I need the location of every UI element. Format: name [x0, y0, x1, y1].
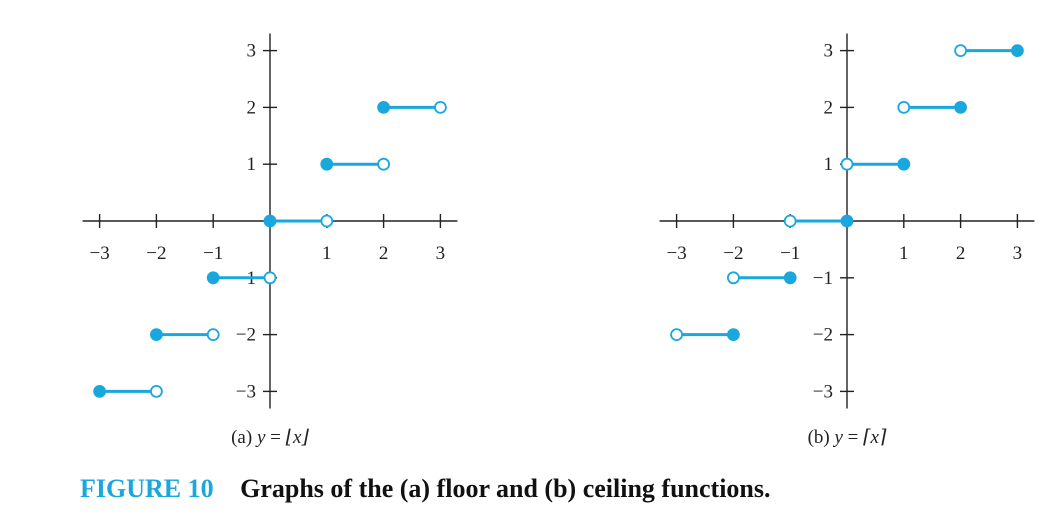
p0-x-tick-label: 2: [379, 243, 389, 264]
p1-closed-endpoint: [897, 157, 911, 171]
p1-open-endpoint: [783, 214, 797, 228]
caption-text: Graphs of the (a) floor and (b) ceiling …: [240, 474, 771, 503]
p0-closed-endpoint: [93, 384, 106, 398]
figure-caption: FIGURE 10 Graphs of the (a) floor and (b…: [80, 474, 771, 504]
p0-open-endpoint: [149, 384, 163, 398]
p1-subtitle-variable: y: [832, 427, 843, 448]
p1-x-tick-label: 2: [956, 243, 966, 264]
p0-y-tick-label: 3: [247, 41, 257, 62]
p0-y-tick-label: 1: [247, 154, 257, 175]
p1-y-tick-label: 1: [824, 154, 834, 175]
figure-label: FIGURE 10: [80, 474, 214, 503]
ceiling-function-plot: −3 −2 −1 1 2 3 −3 −2 −1 1 2 3 (b) y = ⌈x⌉: [659, 33, 1035, 448]
p0-open-endpoint: [377, 157, 391, 171]
p0-x-tick-label: 3: [436, 243, 446, 264]
p1-x-tick-label: 3: [1013, 243, 1023, 264]
p0-subtitle: (a) y = ⌊x⌋: [231, 427, 309, 448]
p1-closed-endpoint: [840, 214, 854, 228]
p0-open-endpoint: [263, 271, 277, 285]
p0-closed-endpoint: [206, 271, 220, 285]
p0-closed-endpoint: [149, 328, 163, 342]
p0-x-tick-label: 1: [322, 243, 332, 264]
p0-closed-endpoint: [377, 101, 391, 114]
p0-open-endpoint: [320, 214, 334, 228]
p0-subtitle-prefix: (a): [231, 427, 257, 448]
p1-y-tick-label: −1: [813, 268, 833, 289]
p0-subtitle-expression: ⌊x⌋: [286, 427, 310, 448]
p1-y-tick-label: −2: [813, 325, 833, 346]
p0-subtitle-equals: =: [265, 427, 285, 448]
p1-x-tick-label: 1: [899, 243, 909, 264]
p1-y-tick-label: −3: [813, 381, 833, 402]
p0-x-tick-label: −1: [203, 243, 223, 264]
p0-open-endpoint: [206, 328, 220, 342]
p1-x-tick-label: −1: [780, 243, 800, 264]
p0-closed-endpoint: [320, 157, 334, 171]
p1-open-endpoint: [897, 101, 911, 114]
p1-subtitle-equals: =: [843, 427, 863, 448]
p1-open-endpoint: [954, 44, 967, 57]
p0-x-tick-label: −2: [146, 243, 166, 264]
p1-closed-endpoint: [783, 271, 797, 285]
p1-subtitle-prefix: (b): [808, 427, 835, 448]
p0-closed-endpoint: [263, 214, 277, 228]
p1-closed-endpoint: [954, 101, 967, 114]
p0-x-tick-label: −3: [89, 243, 109, 264]
p1-x-tick-label: −2: [723, 243, 743, 264]
p1-y-tick-label: 3: [824, 41, 834, 62]
p0-open-endpoint: [433, 101, 447, 114]
p1-subtitle: (b) y = ⌈x⌉: [808, 427, 887, 448]
p0-y-tick-label: −2: [236, 325, 256, 346]
p0-y-tick-label: 2: [247, 97, 257, 118]
p1-open-endpoint: [727, 271, 740, 285]
p0-subtitle-variable: y: [255, 427, 266, 448]
p1-subtitle-expression: ⌈x⌉: [863, 427, 887, 448]
p0-y-tick-label: −3: [236, 381, 256, 402]
p1-x-tick-label: −3: [666, 243, 686, 264]
p1-open-endpoint: [840, 157, 854, 171]
p1-closed-endpoint: [727, 328, 740, 342]
p1-y-tick-label: 2: [824, 97, 834, 118]
p1-closed-endpoint: [1011, 44, 1024, 57]
p1-open-endpoint: [670, 328, 683, 342]
